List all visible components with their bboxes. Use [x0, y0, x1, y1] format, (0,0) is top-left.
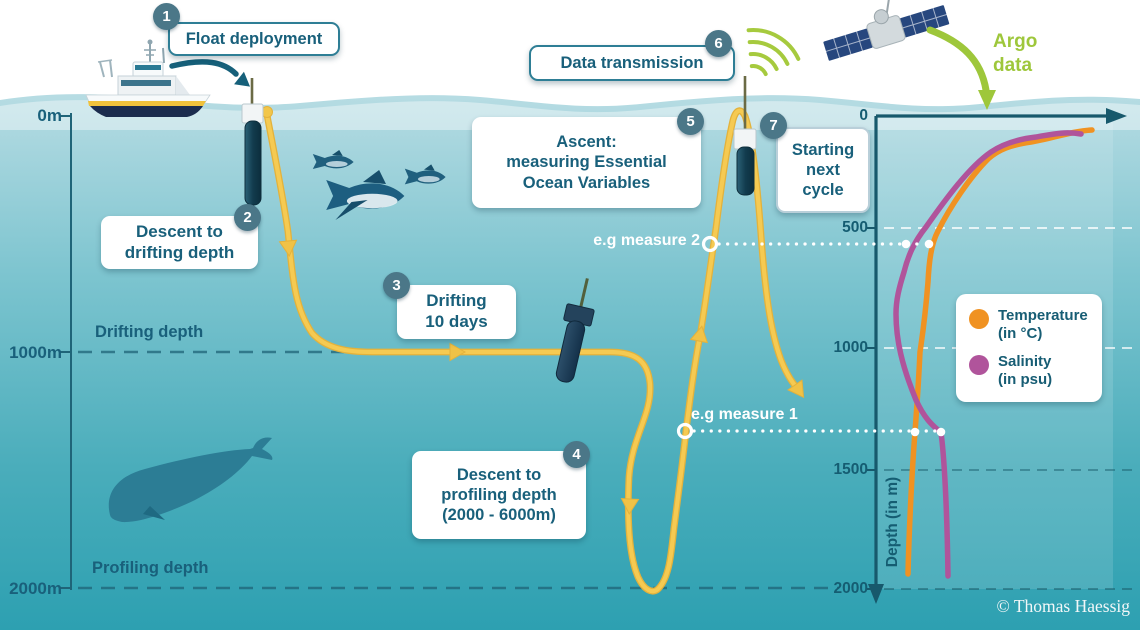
step-label: Drifting 10 days — [425, 291, 488, 331]
satellite-icon — [821, 0, 952, 63]
chart-tick-1500: 1500 — [833, 461, 868, 478]
badge-number: 3 — [392, 277, 401, 294]
legend-item-temperature: Temperature (in °C) — [969, 307, 1092, 343]
step-badge-6: 6 — [705, 30, 732, 57]
step-box-starting-next-cycle: Starting next cycle — [776, 127, 870, 213]
step-label: Descent to profiling depth (2000 - 6000m… — [441, 465, 557, 525]
argo-float-surface-1-icon — [241, 78, 264, 206]
argo-data-arrow-icon — [926, 26, 996, 110]
step-badge-5: 5 — [677, 108, 704, 135]
step-badge-2: 2 — [234, 204, 261, 231]
step-box-ascent: Ascent: measuring Essential Ocean Variab… — [472, 117, 701, 208]
step-badge-1: 1 — [153, 3, 180, 30]
chart-tick-1000: 1000 — [833, 339, 868, 356]
badge-number: 4 — [572, 446, 581, 463]
badge-number: 1 — [162, 8, 171, 25]
badge-number: 6 — [714, 35, 723, 52]
step-badge-7: 7 — [760, 112, 787, 139]
step-box-drifting: Drifting 10 days — [397, 285, 516, 339]
depth-scale-axis — [59, 113, 72, 590]
legend-label: Salinity (in psu) — [998, 353, 1053, 388]
badge-number: 5 — [686, 113, 695, 130]
depth-tick-2000m: 2000m — [9, 579, 62, 598]
step-label: Ascent: measuring Essential Ocean Variab… — [506, 133, 667, 192]
surface-foam-band — [0, 100, 1140, 130]
measure-2-label: e.g measure 2 — [593, 232, 700, 249]
depth-tick-0m: 0m — [37, 106, 62, 125]
chart-tick-2000: 2000 — [833, 580, 868, 597]
argo-float-drifting-icon — [555, 278, 595, 383]
step-label: Data transmission — [560, 53, 704, 72]
argo-data-label: Argo data — [993, 31, 1038, 76]
fish-school-icon — [312, 150, 446, 220]
argo-float-surface-2-icon — [733, 76, 757, 196]
drifting-depth-label: Drifting depth — [95, 323, 204, 341]
chart-tick-500: 500 — [842, 219, 868, 236]
measure-1-label: e.g measure 1 — [691, 406, 798, 423]
profiling-depth-label: Profiling depth — [92, 559, 209, 577]
step-badge-3: 3 — [383, 272, 410, 299]
badge-number: 2 — [243, 209, 252, 226]
deployment-arrow-icon — [169, 59, 251, 87]
chart-tick-0: 0 — [859, 107, 868, 124]
step-box-data-transmission: Data transmission — [529, 45, 735, 81]
chart-axes — [866, 108, 1127, 604]
step-box-descent-drifting: Descent to drifting depth — [101, 216, 258, 269]
step-label: Descent to drifting depth — [124, 221, 235, 262]
whale-icon — [108, 437, 273, 523]
research-ship-icon — [85, 39, 211, 117]
depth-tick-1000m: 1000m — [9, 343, 62, 362]
signal-waves-icon — [746, 28, 801, 77]
step-label: Float deployment — [185, 29, 323, 48]
measure-dotted-lines — [676, 235, 938, 440]
credit-text: © Thomas Haessig — [996, 596, 1130, 616]
step-box-descent-profiling: Descent to profiling depth (2000 - 6000m… — [412, 451, 586, 539]
temperature-dot-icon — [969, 309, 989, 329]
step-box-float-deployment: Float deployment — [168, 22, 340, 56]
chart-legend: Temperature (in °C) Salinity (in psu) — [956, 294, 1102, 402]
chart-depth-axis-label: Depth (in m) — [884, 476, 901, 568]
badge-number: 7 — [769, 117, 778, 134]
measure-points-on-curves — [901, 239, 946, 437]
salinity-dot-icon — [969, 355, 989, 375]
legend-item-salinity: Salinity (in psu) — [969, 353, 1092, 389]
step-badge-4: 4 — [563, 441, 590, 468]
step-label: Starting next cycle — [791, 140, 855, 200]
legend-label: Temperature (in °C) — [998, 307, 1088, 342]
